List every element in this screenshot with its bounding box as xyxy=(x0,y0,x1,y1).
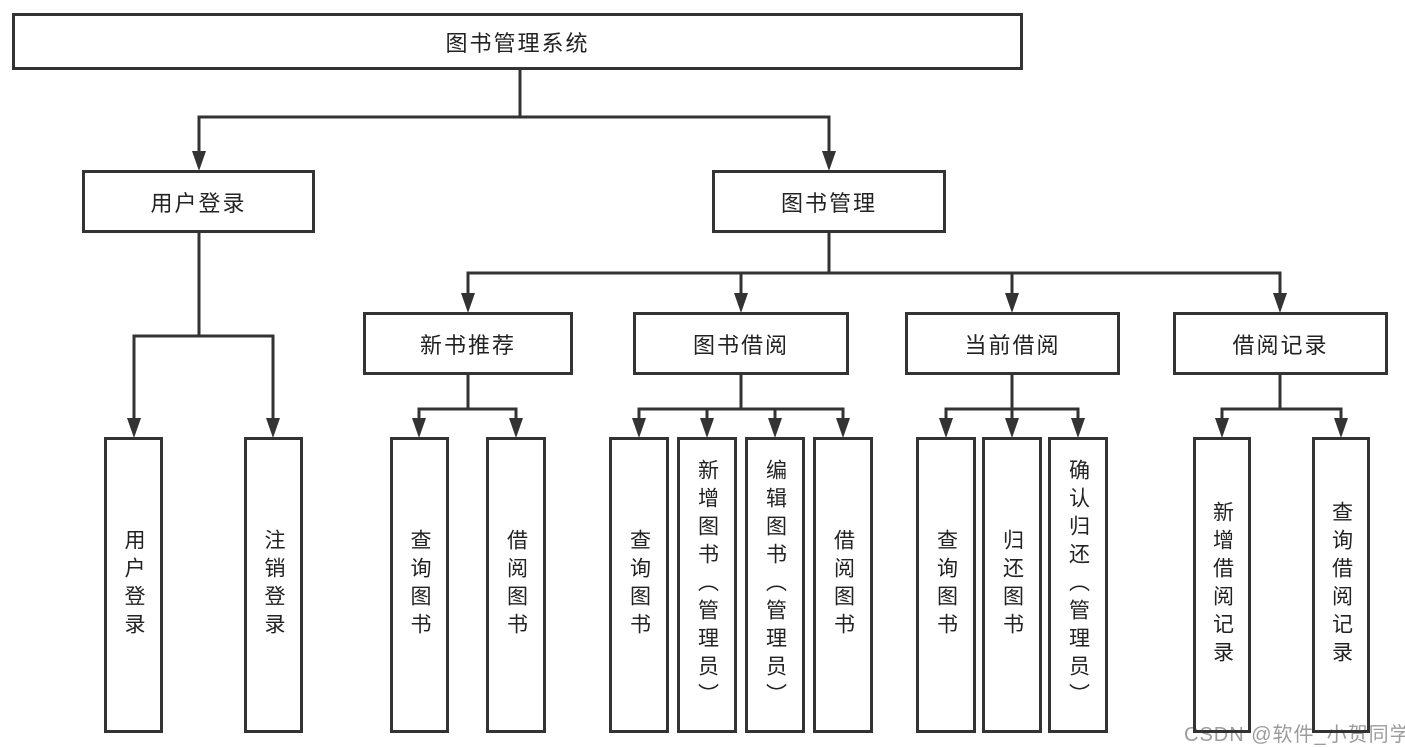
leaf-add-borrow-record: 新增借阅记录 xyxy=(1193,437,1251,733)
connector-borrowing-records xyxy=(1220,373,1343,422)
node-current-borrowing: 当前借阅 xyxy=(905,312,1120,375)
node-book-management: 图书管理 xyxy=(712,170,946,233)
node-label: 新书推荐 xyxy=(419,332,516,358)
leaf-return-books: 归还图书 xyxy=(982,437,1042,733)
node-book-borrowing: 图书借阅 xyxy=(633,312,849,375)
connector-root xyxy=(197,68,831,155)
node-library-management-system: 图书管理系统 xyxy=(12,13,1023,70)
leaf-borrow-books: 借阅图书 xyxy=(813,437,873,733)
arrowheads xyxy=(127,151,1348,438)
leaf-label: 注销登录 xyxy=(262,529,285,641)
leaf-confirm-return-admin: 确认归还（管理员） xyxy=(1048,437,1108,733)
leaf-query-books-current: 查询图书 xyxy=(916,437,976,733)
leaf-edit-book-admin: 编辑图书（管理员） xyxy=(745,437,805,733)
leaf-label: 归还图书 xyxy=(1000,529,1024,641)
leaf-borrow-books-recommendation: 借阅图书 xyxy=(486,437,546,733)
node-label: 图书借阅 xyxy=(692,332,789,358)
leaf-label: 查询借阅记录 xyxy=(1329,501,1353,669)
leaf-logout: 注销登录 xyxy=(244,437,303,733)
leaf-label: 查询图书 xyxy=(627,529,651,641)
leaf-label: 新增图书（管理员） xyxy=(695,459,719,711)
connector-current-borrowing xyxy=(944,373,1080,422)
leaf-label: 查询图书 xyxy=(934,529,958,641)
leaf-label: 用户登录 xyxy=(122,529,145,641)
leaf-label: 确认归还（管理员） xyxy=(1066,459,1090,711)
node-label: 用户登录 xyxy=(150,190,247,216)
connector-new-book-recommendation xyxy=(417,373,518,422)
leaf-label: 查询图书 xyxy=(408,529,431,641)
leaf-label: 借阅图书 xyxy=(831,529,855,641)
connector-book-management xyxy=(466,231,1282,297)
leaf-query-books-recommendation: 查询图书 xyxy=(390,437,449,733)
leaf-label: 编辑图书（管理员） xyxy=(763,459,787,711)
leaf-label: 新增借阅记录 xyxy=(1210,501,1234,669)
node-label: 当前借阅 xyxy=(964,332,1061,358)
node-borrowing-records: 借阅记录 xyxy=(1173,312,1388,375)
node-user-login: 用户登录 xyxy=(82,170,315,233)
node-label: 图书管理系统 xyxy=(445,30,590,56)
leaf-query-books-borrowing: 查询图书 xyxy=(609,437,669,733)
leaf-query-borrow-record: 查询借阅记录 xyxy=(1312,437,1370,733)
node-label: 借阅记录 xyxy=(1232,332,1329,358)
node-new-book-recommendation: 新书推荐 xyxy=(363,312,573,375)
connector-user-login xyxy=(132,231,275,422)
leaf-label: 借阅图书 xyxy=(504,529,528,641)
leaf-add-book-admin: 新增图书（管理员） xyxy=(677,437,737,733)
connector-book-borrowing xyxy=(637,373,845,422)
node-label: 图书管理 xyxy=(780,190,877,216)
csdn-watermark: CSDN @软件_小贺同学 xyxy=(1184,724,1405,746)
leaf-user-login: 用户登录 xyxy=(104,437,163,733)
